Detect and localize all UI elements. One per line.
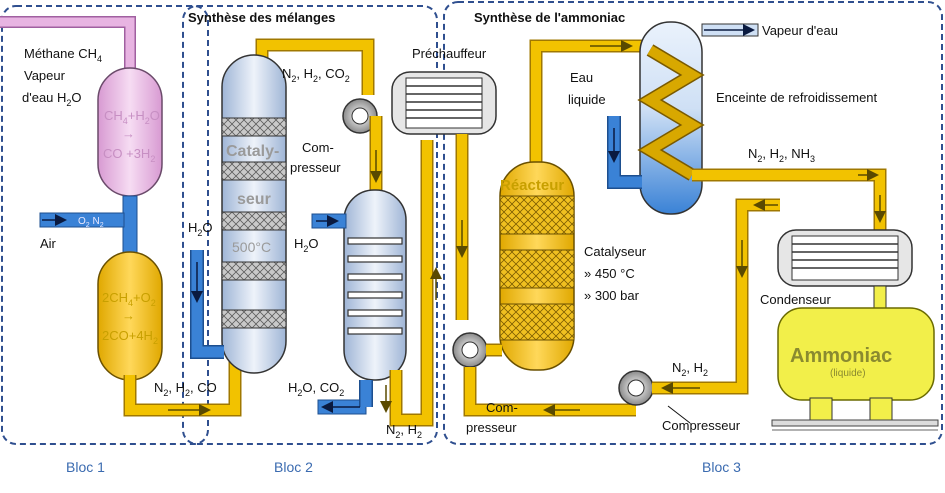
label-compresseur-bloc2-2: presseur [290,160,341,175]
reformer-equation-arrow: → [122,126,135,141]
title-synthese-ammoniac: Synthèse de l'ammoniac [474,10,625,25]
air-pipe-label: O2 N2 [78,216,104,229]
catalyst-label-1: Cataly- [226,143,279,160]
label-liquide: (liquide) [830,368,866,379]
label-eau-2: liquide [568,92,606,107]
label-eau: d'eau H2O [22,90,82,108]
ammonia-tank [777,307,935,401]
label-top-pipe: N2, H2, CO2 [282,66,350,84]
label-eau-1: Eau [570,70,593,85]
label-methane: Méthane CH4 [24,46,102,64]
pox-equation-line1: 2CH4+O2 [102,290,156,308]
bloc1-label: Bloc 1 [66,459,105,475]
catalyst-temperature: 500°C [232,239,271,255]
label-h2o-left: H2O [188,220,213,238]
title-synthese-melanges: Synthèse des mélanges [188,10,335,25]
label-condenseur: Condenseur [760,292,831,307]
label-h2o-co2: H2O, CO2 [288,380,344,398]
label-compresseur: Compresseur [662,418,741,433]
label-compresseur-left-2: presseur [466,420,517,435]
label-catalyseur: Catalyseur [584,244,647,259]
label-prechauffeur: Préchauffeur [412,46,487,61]
label-h2o-right: H2O [294,236,319,254]
label-air: Air [40,236,57,251]
bloc3-border [443,1,943,445]
label-syngas-1: N2, H2, CO [154,380,217,398]
catalyst-label-2: seur [237,191,271,208]
pox-equation-arrow: → [122,308,135,323]
label-enceinte: Enceinte de refroidissement [716,90,878,105]
label-vapeur-eau: Vapeur d'eau [762,23,838,38]
reformer-equation-line2: CO +3H2 [103,146,155,164]
bloc3-label: Bloc 3 [702,459,741,475]
bloc1-border [1,5,209,445]
label-vapeur: Vapeur [24,68,66,83]
label-gas-bottom: N2, H2 [672,360,708,378]
label-ammoniac: Ammoniac [790,345,892,367]
reformer-equation-line1: CH4+H2O [104,108,160,126]
bloc2-border [182,5,438,445]
label-compresseur-left-1: Com- [486,400,518,415]
label-reacteur: Réacteur [500,177,564,194]
label-pression: » 300 bar [584,288,640,303]
label-gas-top: N2, H2, NH3 [748,146,815,164]
bloc2-label: Bloc 2 [274,459,313,475]
label-compresseur-bloc2-1: Com- [302,140,334,155]
label-n2-h2-bloc2: N2, H2 [386,422,422,440]
label-temp: » 450 °C [584,266,635,281]
pox-equation-line2: 2CO+4H2 [102,328,158,346]
